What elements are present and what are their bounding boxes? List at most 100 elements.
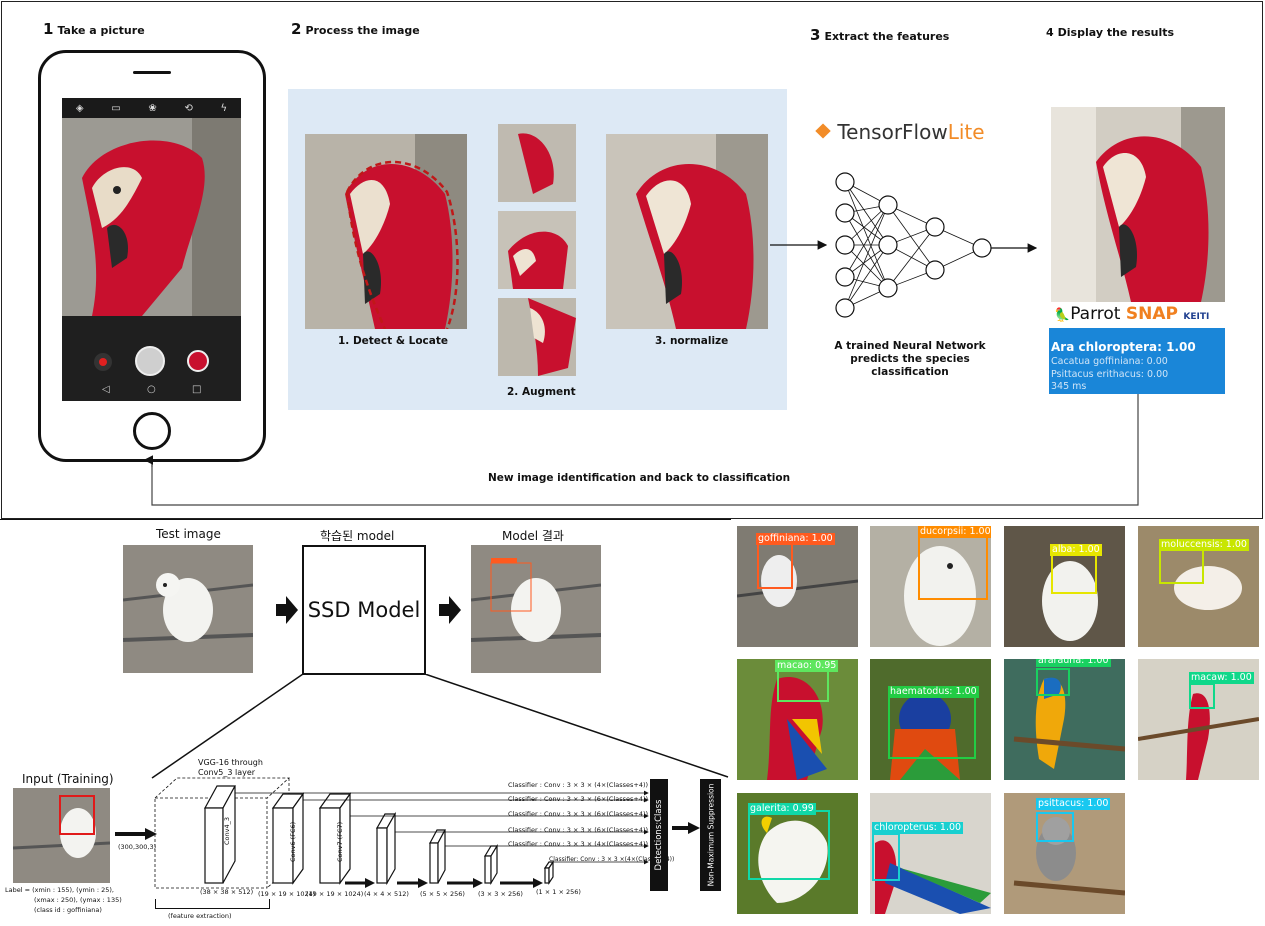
detection-label: alba: 1.00: [1050, 544, 1102, 556]
detection-label: galerita: 0.99: [748, 803, 816, 815]
detection-label: goffiniana: 1.00: [756, 533, 835, 545]
detection-box: [748, 810, 830, 880]
normalize-image: [606, 134, 768, 329]
shutter-button[interactable]: [135, 346, 165, 376]
trained-model-caption: 학습된 model: [320, 529, 395, 543]
parrotsnap-logo: 🦜Parrot SNAP KEITI: [1054, 304, 1210, 324]
detection-label: macaw: 1.00: [1189, 672, 1254, 684]
camera-controls: ◁ ○ □: [62, 316, 241, 401]
detection-tile: ararauna: 1.00: [1004, 659, 1125, 780]
phone-home-button: [133, 412, 171, 450]
detection-tile: macaw: 1.00: [1138, 659, 1259, 780]
detection-tile: haematodus: 1.00: [870, 659, 991, 780]
arrow-to-model: [276, 596, 298, 624]
camera-toolbar: ◈ ▭ ❀ ⟲ ϟ: [62, 98, 241, 118]
top-result: Ara chloroptera: 1.00: [1051, 340, 1196, 354]
layer5-dims: (5 × 5 × 256): [420, 890, 465, 898]
detection-tile: goffiniana: 1.00: [737, 526, 858, 647]
conv6-dims: (19 × 19 × 1024): [258, 890, 316, 898]
nms-block: Non-Maximum Suppression: [700, 779, 721, 891]
conv6-label: Conv6 (FC6): [289, 821, 297, 862]
detection-tile: psittacus: 1.00: [1004, 793, 1125, 914]
second-result: Cacatua goffiniana: 0.00: [1051, 356, 1168, 367]
detection-tile: chloropterus: 1.00: [870, 793, 991, 914]
layer7-dims: (1 × 1 × 256): [536, 888, 581, 896]
arrow-to-result: [439, 596, 461, 624]
label-line-2: (xmax : 250), (ymax : 135): [34, 896, 122, 904]
section-divider: [0, 519, 731, 520]
zoom-lines: [151, 674, 729, 779]
input-dims: (300,300,3): [118, 843, 157, 851]
recents-nav-icon[interactable]: □: [192, 384, 202, 395]
video-icon[interactable]: ▭: [111, 102, 121, 114]
detection-box: [918, 534, 988, 600]
input-training-image: [13, 788, 110, 883]
detection-label: ararauna: 1.00: [1036, 659, 1111, 667]
nn-caption: A trained Neural Network predicts the sp…: [834, 340, 986, 378]
detection-tile: galerita: 0.99: [737, 793, 858, 914]
label-line-3: (class id : goffiniana): [34, 906, 102, 914]
conv4-3-label: Conv4_3: [223, 816, 231, 845]
detection-box: [872, 833, 900, 881]
model-result-caption: Model 결과: [502, 529, 564, 543]
vgg-caption-1: VGG-16 through: [198, 758, 263, 767]
detection-label: macao: 0.95: [775, 660, 839, 672]
record-button[interactable]: [94, 353, 112, 371]
detection-box: [1051, 554, 1097, 594]
detection-label: ducorpsii: 1.00: [918, 526, 991, 538]
label-line-1: Label = (xmin : 155), (ymin : 25),: [5, 886, 114, 894]
camera-switch-icon[interactable]: ⟲: [184, 102, 193, 114]
vgg-caption-2: Conv5_3 layer: [198, 768, 256, 777]
detection-tile: alba: 1.00: [1004, 526, 1125, 647]
phone-speaker: [133, 71, 171, 74]
layers-icon[interactable]: ◈: [75, 102, 84, 114]
conv4-3-dims: (38 × 38 × 512): [200, 888, 254, 896]
detection-tile: ducorpsii: 1.00: [870, 526, 991, 647]
feedback-caption: New image identification and back to cla…: [488, 472, 791, 484]
detection-tile: moluccensis: 1.00: [1138, 526, 1259, 647]
flash-off-icon[interactable]: ϟ: [220, 102, 228, 114]
camera-viewfinder: [62, 118, 241, 316]
classifier-2: Classifier : Conv : 3 × 3 × (6×(Classes+…: [508, 795, 649, 803]
detection-box: [757, 543, 793, 589]
detection-label: haematodus: 1.00: [888, 686, 979, 698]
normalize-caption: 3. normalize: [655, 335, 729, 347]
tensorflow-lite-logo: ⯁ TensorFlowLite: [815, 120, 985, 144]
back-nav-icon[interactable]: ◁: [102, 384, 110, 395]
feature-extraction-caption: (feature extraction): [168, 912, 232, 920]
detect-caption: 1. Detect & Locate: [338, 335, 448, 347]
feature-extraction-bracket: [155, 899, 270, 909]
augment-image-2: [498, 211, 576, 289]
detection-label: psittacus: 1.00: [1036, 798, 1111, 810]
inference-time: 345 ms: [1051, 381, 1087, 392]
layer4-dims: (4 × 4 × 512): [364, 890, 409, 898]
effects-icon[interactable]: ❀: [148, 102, 157, 114]
detection-box: [1159, 549, 1204, 584]
augment-caption: 2. Augment: [507, 386, 576, 398]
ssd-model-box: SSD Model: [302, 545, 426, 675]
detections-class-block: Detections:Class: [650, 779, 668, 891]
test-image-caption: Test image: [156, 527, 221, 541]
detection-box: [1036, 812, 1074, 842]
detection-box: [777, 670, 829, 702]
classifier-3: Classifier : Conv : 3 × 3 × (6×(Classes+…: [508, 810, 649, 818]
classifier-5: Classifier : Conv : 3 × 3 × (4×(Classes+…: [508, 840, 649, 848]
classifier-6: Classifier: Conv : 3 × 3 ×(4×(Classes+4)…: [549, 856, 675, 863]
gallery-thumbnail[interactable]: [187, 350, 209, 372]
home-nav-icon[interactable]: ○: [147, 384, 156, 395]
detection-box: [1036, 668, 1070, 696]
classifier-1: Classifier : Conv : 3 × 3 × (4×(Classes+…: [508, 781, 649, 789]
detection-tile: macao: 0.95: [737, 659, 858, 780]
detection-label: moluccensis: 1.00: [1159, 539, 1249, 551]
layer6-dims: (3 × 3 × 256): [478, 890, 523, 898]
augment-image-3: [498, 298, 576, 376]
feedback-arrow: [143, 394, 1139, 506]
input-training-caption: Input (Training): [22, 772, 114, 786]
classifier-4: Classifier : Conv : 3 × 3 × (6×(Classes+…: [508, 826, 649, 834]
neural-network-diagram: [770, 172, 1038, 318]
detect-image: [305, 134, 467, 329]
